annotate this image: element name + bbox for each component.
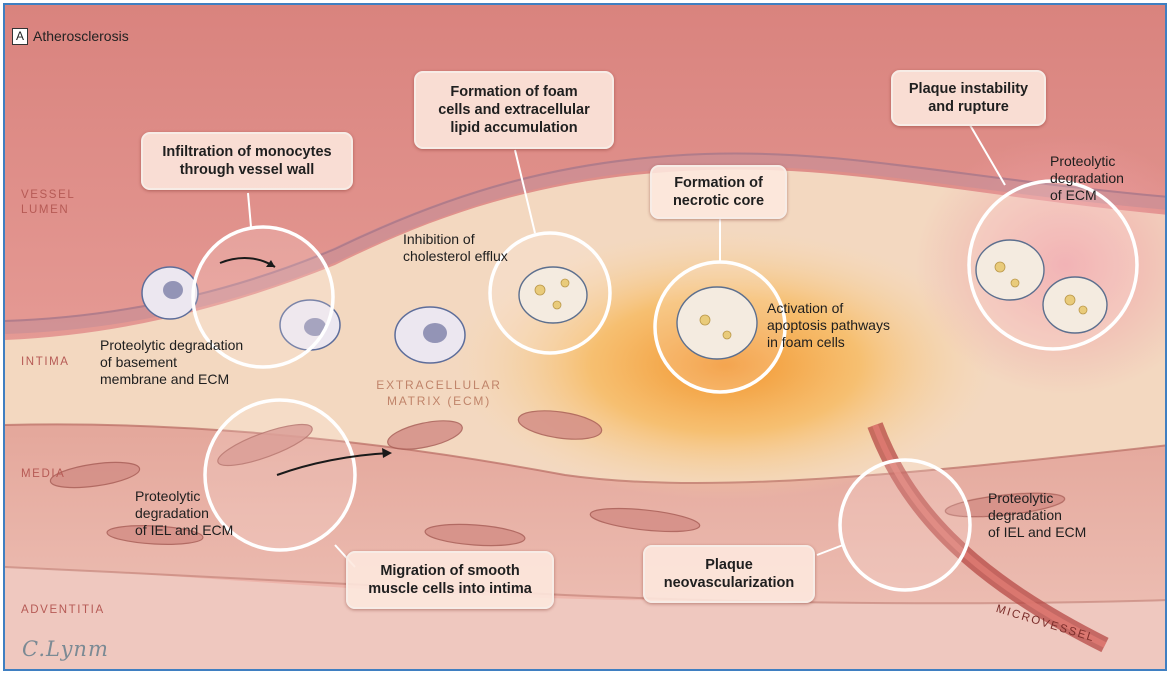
callout-foam-cell-formation: Formation of foam cells and extracellula… bbox=[414, 71, 614, 149]
annotation-iel-right: Proteolytic degradation of IEL and ECM bbox=[988, 490, 1086, 541]
media-label: MEDIA bbox=[21, 467, 65, 482]
annotation-basement-membrane: Proteolytic degradation of basement memb… bbox=[100, 337, 243, 388]
annotation-apoptosis: Activation of apoptosis pathways in foam… bbox=[767, 300, 890, 351]
vessel-lumen-label: VESSEL LUMEN bbox=[21, 188, 75, 218]
callout-plaque-rupture: Plaque instability and rupture bbox=[891, 70, 1046, 126]
annotation-iel-left: Proteolytic degradation of IEL and ECM bbox=[135, 488, 233, 539]
panel-title: Atherosclerosis bbox=[33, 28, 129, 44]
adventitia-label: ADVENTITIA bbox=[21, 603, 105, 618]
callout-monocyte-infiltration: Infiltration of monocytes through vessel… bbox=[141, 132, 353, 190]
callout-smooth-muscle-migration: Migration of smooth muscle cells into in… bbox=[346, 551, 554, 609]
callout-necrotic-core: Formation of necrotic core bbox=[650, 165, 787, 219]
panel-letter: A bbox=[12, 28, 28, 45]
annotation-ecm-degradation: Proteolytic degradation of ECM bbox=[1050, 153, 1124, 204]
artist-signature: C.Lynm bbox=[22, 637, 109, 661]
figure-frame: A Atherosclerosis VESSEL LUMEN INTIMA ME… bbox=[3, 3, 1167, 671]
ecm-label: EXTRACELLULAR MATRIX (ECM) bbox=[371, 377, 507, 409]
callout-neovascularization: Plaque neovascularization bbox=[643, 545, 815, 603]
annotation-cholesterol-efflux: Inhibition of cholesterol efflux bbox=[403, 231, 508, 265]
intima-label: INTIMA bbox=[21, 355, 70, 370]
